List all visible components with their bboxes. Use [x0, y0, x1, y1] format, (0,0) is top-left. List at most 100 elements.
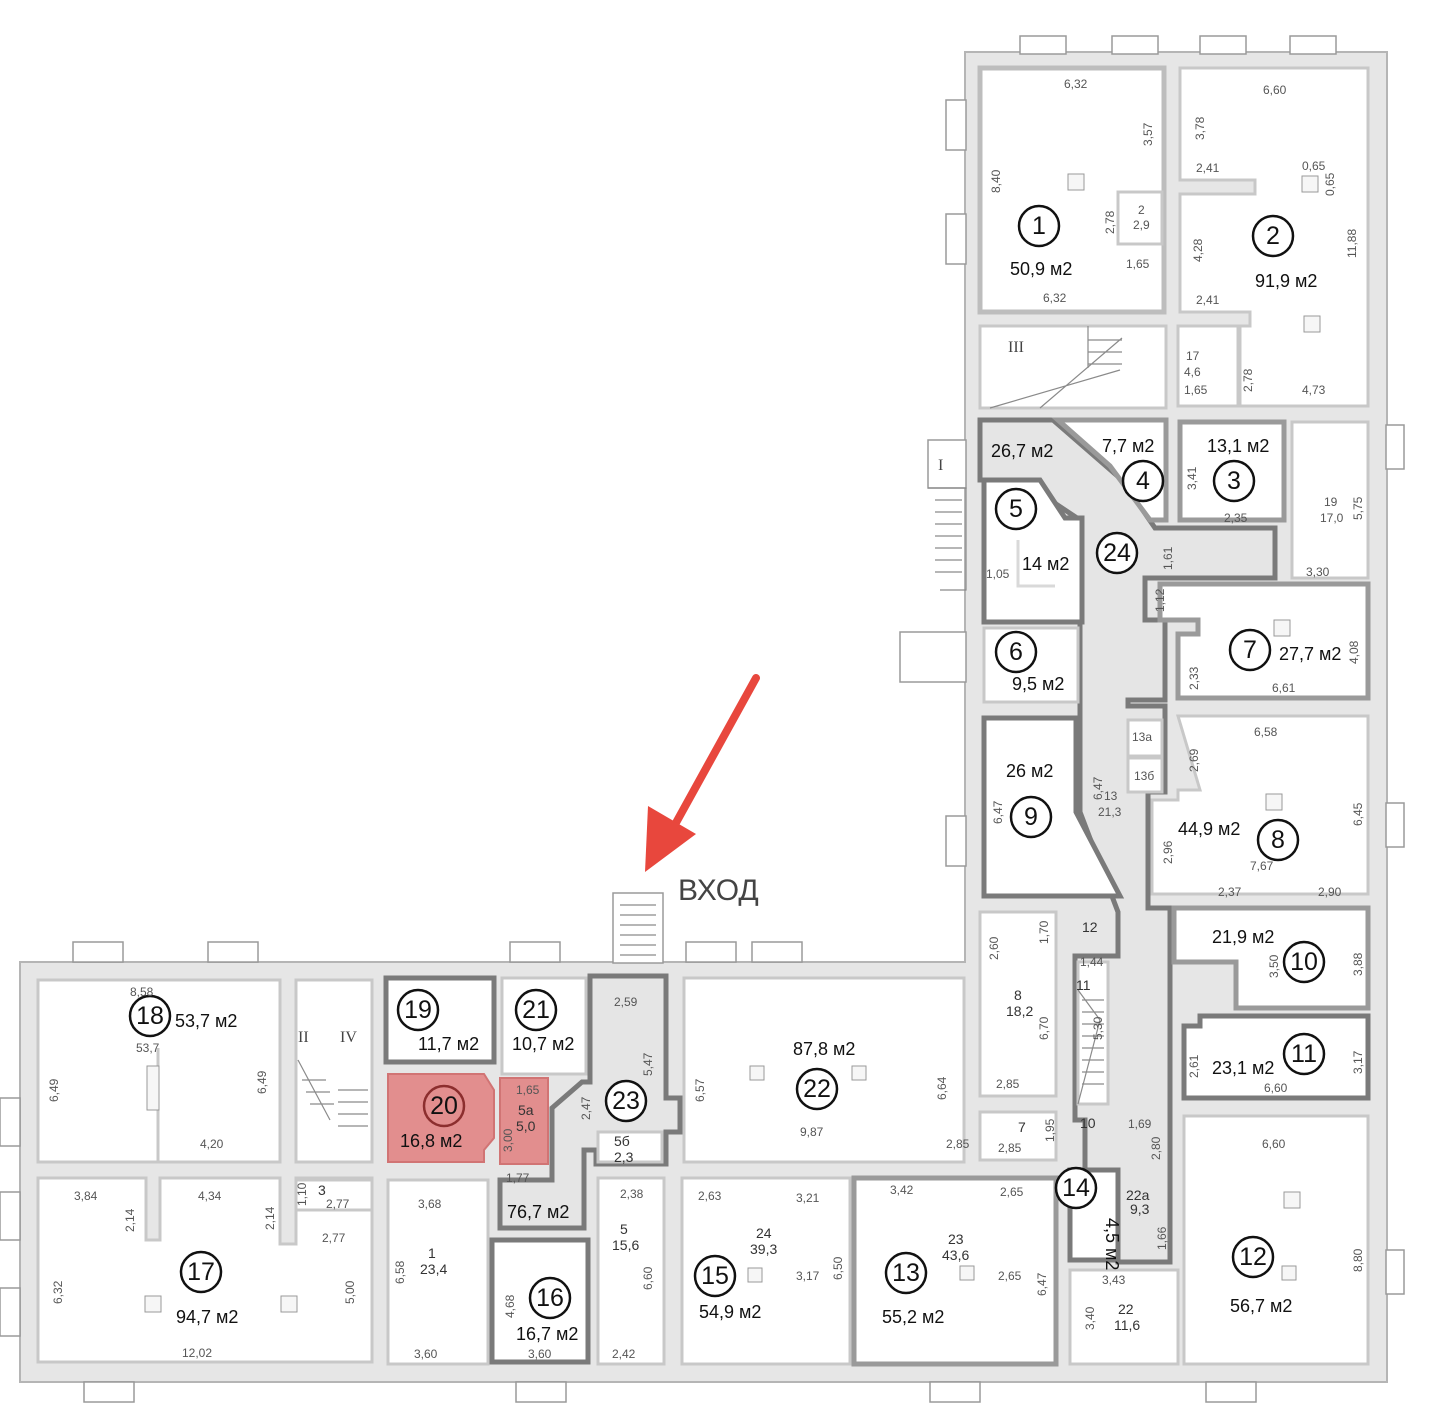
room-13 — [851, 1175, 1059, 1367]
room-marker-21: 21 — [514, 988, 558, 1032]
area-7: 27,7 м2 — [1279, 644, 1341, 664]
svg-text:6,32: 6,32 — [51, 1280, 65, 1304]
room-22s — [1068, 1268, 1180, 1366]
svg-text:6,70: 6,70 — [1037, 1016, 1051, 1040]
area-20: 16,8 м2 — [400, 1131, 462, 1151]
room-9 — [981, 715, 1125, 899]
svg-text:6,47: 6,47 — [1035, 1272, 1049, 1296]
svg-text:2,38: 2,38 — [620, 1187, 644, 1201]
svg-text:1,66: 1,66 — [1155, 1226, 1169, 1250]
svg-text:2,65: 2,65 — [1000, 1185, 1024, 1199]
area-14: 4,5 м2 — [1102, 1218, 1122, 1270]
svg-text:7: 7 — [1243, 636, 1257, 664]
svg-text:2,59: 2,59 — [614, 995, 638, 1009]
svg-text:2,96: 2,96 — [1161, 840, 1175, 864]
svg-text:6,49: 6,49 — [47, 1078, 61, 1102]
windows — [0, 35, 1405, 1403]
svg-text:3,30: 3,30 — [1306, 565, 1330, 579]
svg-text:24: 24 — [1103, 539, 1131, 567]
svg-text:2,80: 2,80 — [1149, 1136, 1163, 1160]
room-20[interactable] — [387, 1073, 495, 1163]
svg-text:8,80: 8,80 — [1351, 1248, 1365, 1272]
room-5b — [596, 1130, 664, 1164]
room-19r — [1290, 420, 1370, 580]
svg-text:13б: 13б — [1134, 769, 1154, 783]
area-23: 76,7 м2 — [507, 1202, 569, 1222]
room-marker-18: 18 — [128, 994, 172, 1038]
svg-text:17: 17 — [1186, 349, 1200, 363]
svg-text:3,68: 3,68 — [418, 1197, 442, 1211]
svg-text:5: 5 — [1009, 495, 1023, 523]
svg-text:17: 17 — [187, 1258, 215, 1286]
svg-text:23: 23 — [612, 1087, 640, 1115]
svg-text:6,57: 6,57 — [693, 1078, 707, 1102]
room-marker-22: 22 — [795, 1067, 839, 1111]
svg-text:13а: 13а — [1132, 730, 1152, 744]
svg-text:5б: 5б — [614, 1133, 630, 1149]
room-12 — [1182, 1114, 1370, 1366]
svg-text:3,60: 3,60 — [414, 1347, 438, 1361]
stair-label-i: I — [938, 457, 943, 474]
svg-text:3,43: 3,43 — [1102, 1273, 1126, 1287]
svg-text:6,50: 6,50 — [831, 1256, 845, 1280]
svg-text:6,32: 6,32 — [1043, 291, 1067, 305]
svg-text:39,3: 39,3 — [750, 1241, 777, 1257]
svg-text:2,90: 2,90 — [1318, 885, 1342, 899]
svg-text:1,77: 1,77 — [506, 1171, 530, 1185]
room-13b — [1126, 756, 1164, 794]
entrance-arrow — [645, 674, 760, 872]
svg-text:11,6: 11,6 — [1114, 1317, 1140, 1333]
svg-text:8,40: 8,40 — [989, 169, 1003, 193]
svg-text:4,34: 4,34 — [198, 1189, 222, 1203]
area-2: 91,9 м2 — [1255, 271, 1317, 291]
corridor-24[interactable] — [977, 417, 1278, 1265]
room-marker-3: 3 — [1212, 459, 1256, 503]
room-8s — [978, 910, 1058, 1098]
svg-text:3,57: 3,57 — [1141, 122, 1155, 146]
room-marker-12: 12 — [1231, 1235, 1275, 1279]
svg-text:6,61: 6,61 — [1272, 681, 1296, 695]
area-19: 11,7 м2 — [418, 1034, 479, 1054]
svg-text:21,3: 21,3 — [1098, 805, 1122, 819]
room-marker-8: 8 — [1256, 818, 1300, 862]
room-marker-9: 9 — [1009, 795, 1053, 839]
corridor-23[interactable] — [497, 973, 683, 1231]
svg-text:53,7: 53,7 — [136, 1041, 160, 1055]
svg-text:2,14: 2,14 — [263, 1206, 277, 1230]
svg-text:1: 1 — [1032, 212, 1046, 240]
svg-text:11: 11 — [1076, 977, 1091, 993]
room-marker-19: 19 — [396, 988, 440, 1032]
svg-text:2: 2 — [1138, 203, 1145, 217]
room-10 — [1171, 905, 1371, 1011]
area-5: 14 м2 — [1022, 554, 1069, 574]
svg-text:5,00: 5,00 — [343, 1280, 357, 1304]
area-9: 26 м2 — [1006, 761, 1053, 781]
stairwell-iii — [978, 324, 1168, 410]
room-12s — [1076, 960, 1110, 1106]
room-areas: 50,9 м2 91,9 м2 13,1 м2 7,7 м2 14 м2 9,5… — [175, 259, 1341, 1344]
svg-text:43,6: 43,6 — [942, 1247, 969, 1263]
svg-text:3,88: 3,88 — [1351, 952, 1365, 976]
room-3b — [294, 1178, 374, 1212]
svg-text:23,4: 23,4 — [420, 1261, 447, 1277]
room-5a[interactable] — [499, 1077, 549, 1165]
svg-text:8: 8 — [1271, 826, 1285, 854]
svg-text:6,60: 6,60 — [1262, 1137, 1286, 1151]
room-marker-6: 6 — [994, 630, 1038, 674]
svg-text:6,47: 6,47 — [991, 800, 1005, 824]
svg-text:22: 22 — [803, 1075, 831, 1103]
svg-text:20: 20 — [430, 1092, 458, 1120]
svg-text:2,14: 2,14 — [123, 1208, 137, 1232]
svg-text:2,3: 2,3 — [614, 1149, 634, 1165]
svg-text:2,9: 2,9 — [1133, 218, 1150, 232]
room-marker-1: 1 — [1017, 204, 1061, 248]
svg-text:7: 7 — [1018, 1119, 1026, 1135]
svg-text:1,61: 1,61 — [1161, 546, 1175, 570]
area-17: 94,7 м2 — [176, 1307, 238, 1327]
room-marker-14: 14 — [1054, 1166, 1098, 1210]
area-13: 55,2 м2 — [882, 1307, 944, 1327]
room-marker-5: 5 — [994, 487, 1038, 531]
svg-text:11: 11 — [1291, 1040, 1317, 1068]
svg-text:3,41: 3,41 — [1185, 466, 1199, 490]
room-1b — [386, 1178, 490, 1366]
